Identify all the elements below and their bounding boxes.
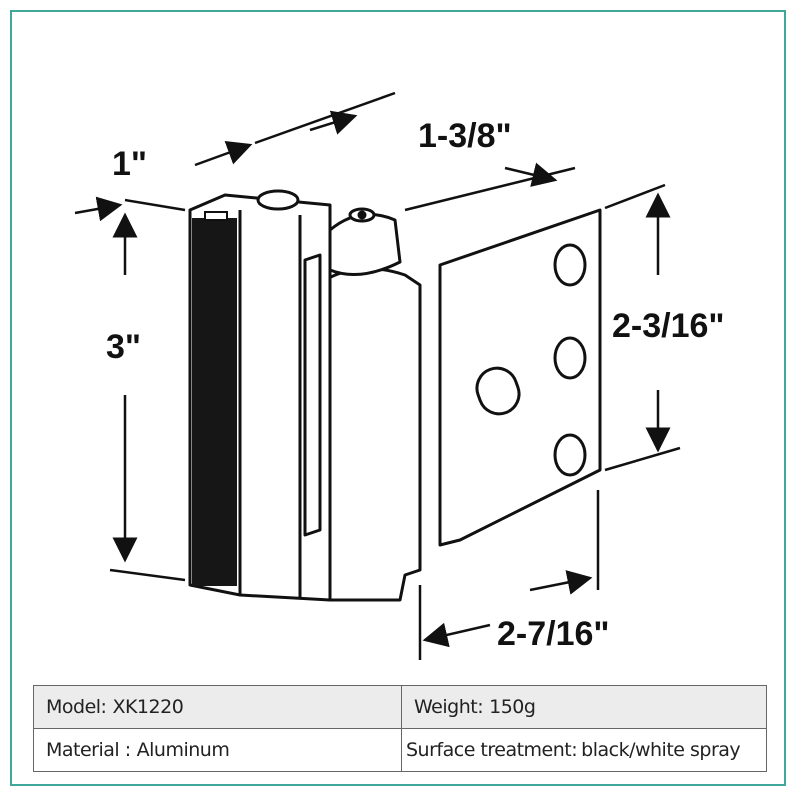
surface-value: black/white spray [581, 739, 741, 761]
spec-table: Model:XK1220 Weight:150g Material :Alumi… [33, 685, 767, 772]
spec-row: Material :Aluminum Surface treatment:bla… [33, 728, 767, 772]
hinge-body [188, 189, 602, 602]
surface-label: Surface treatment: [406, 739, 578, 761]
image-frame [10, 10, 786, 786]
spec-material: Material :Aluminum [33, 728, 402, 772]
rubber-pad [192, 218, 237, 586]
weight-value: 150g [489, 696, 536, 718]
model-label: Model: [46, 696, 107, 718]
spec-row: Model:XK1220 Weight:150g [33, 685, 767, 729]
hinge-diagram: 1-3/8" 1" 3" 2-3/16" 2-7/16" [74, 91, 725, 660]
dimension-plate-height-label: 2-3/16" [612, 307, 725, 345]
spec-model: Model:XK1220 [33, 685, 402, 729]
spec-surface: Surface treatment:black/white spray [401, 728, 767, 772]
pad-tab [204, 211, 228, 221]
dimension-lines [74, 91, 681, 660]
material-label: Material : [46, 739, 131, 761]
dimension-height-label: 3" [106, 328, 141, 366]
dimension-width-label: 1-3/8" [418, 117, 512, 155]
dimension-depth-label: 1" [112, 145, 147, 183]
dimension-plate-width-label: 2-7/16" [497, 615, 610, 653]
model-value: XK1220 [112, 696, 184, 718]
weight-label: Weight: [414, 696, 484, 718]
spec-weight: Weight:150g [401, 685, 767, 729]
material-value: Aluminum [136, 739, 230, 761]
